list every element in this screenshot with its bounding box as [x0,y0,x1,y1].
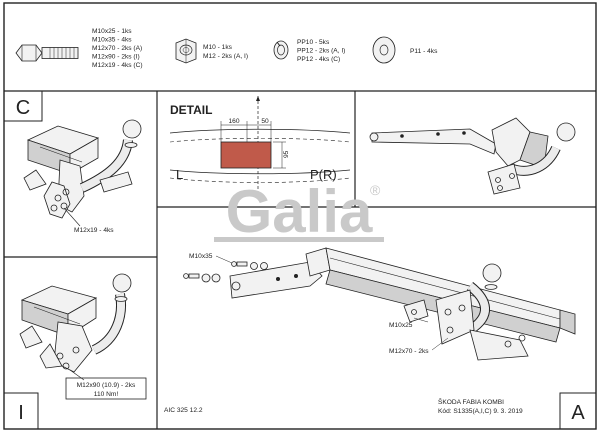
svg-text:M12x90 (10.9) - 2ks: M12x90 (10.9) - 2ks [77,382,136,389]
panel-i-label: I [3,392,39,430]
nut-list-item: M10 - 1ks [203,44,233,51]
main-callout-m10x35: M10x35 [189,253,213,260]
svg-text:®: ® [370,182,381,198]
bolt-list-item: M12x19 - 4ks (C) [92,62,143,69]
spring-washer-drawing [273,40,289,60]
flat-washer-drawing [372,36,396,64]
towbar-i-drawing [19,273,132,381]
spring-washer-list-item: PP12 - 2ks (A, I) [297,48,345,55]
detail-left-label: L [176,167,183,182]
panel-frames [3,2,597,430]
panel-a-label: A [559,392,597,430]
detail-right-label: P(R) [310,167,337,182]
svg-text:110 Nm!: 110 Nm! [94,391,119,398]
hex-nut-drawing [175,38,197,64]
panel-c-callout: M12x19 - 4ks [74,227,114,234]
spring-washer-list-item: PP10 - 5ks [297,39,330,46]
bolt-drawing [15,44,79,62]
detail-drawing [169,96,351,200]
svg-text:I: I [18,402,24,424]
kit-code-date: Kód: S1335(A,I,C) 9. 3. 2019 [438,408,523,415]
nut-list-item: M12 - 2ks (A, I) [203,53,248,60]
drawing-code: AIC 325 12.2 [164,407,203,414]
towbar-c-drawing [23,119,142,227]
bolt-list-item: M12x90 - 2ks (I) [92,54,140,61]
detail-dimension-width: 160 [228,118,239,125]
spring-washer-list-item: PP12 - 4ks (C) [297,56,340,63]
bolt-list-item: M10x35 - 4ks [92,37,132,44]
galia-watermark-logo: Galia ® [214,178,384,245]
svg-text:C: C [16,97,30,119]
bolt-list-item: M10x25 - 1ks [92,28,132,35]
panel-i-torque-callout: M12x90 (10.9) - 2ks 110 Nm! [65,377,147,400]
vehicle-model: ŠKODA FABIA KOMBI [438,397,504,406]
detail-title: DETAIL [170,103,212,117]
svg-text:Galia: Galia [226,178,373,245]
bracket-view-drawing [369,117,576,195]
main-callout-m12x70: M12x70 - 2ks [389,348,429,355]
panel-c-label: C [3,90,43,122]
flat-washer-list-item: P11 - 4ks [410,48,438,55]
main-assembly-drawing [183,247,576,361]
bolt-list-item: M12x70 - 2ks (A) [92,45,142,52]
detail-dimension-height: 95 [283,150,290,158]
svg-text:A: A [571,402,585,424]
main-callout-m10x25: M10x25 [389,322,413,329]
detail-dimension-offset: 50 [261,118,269,125]
